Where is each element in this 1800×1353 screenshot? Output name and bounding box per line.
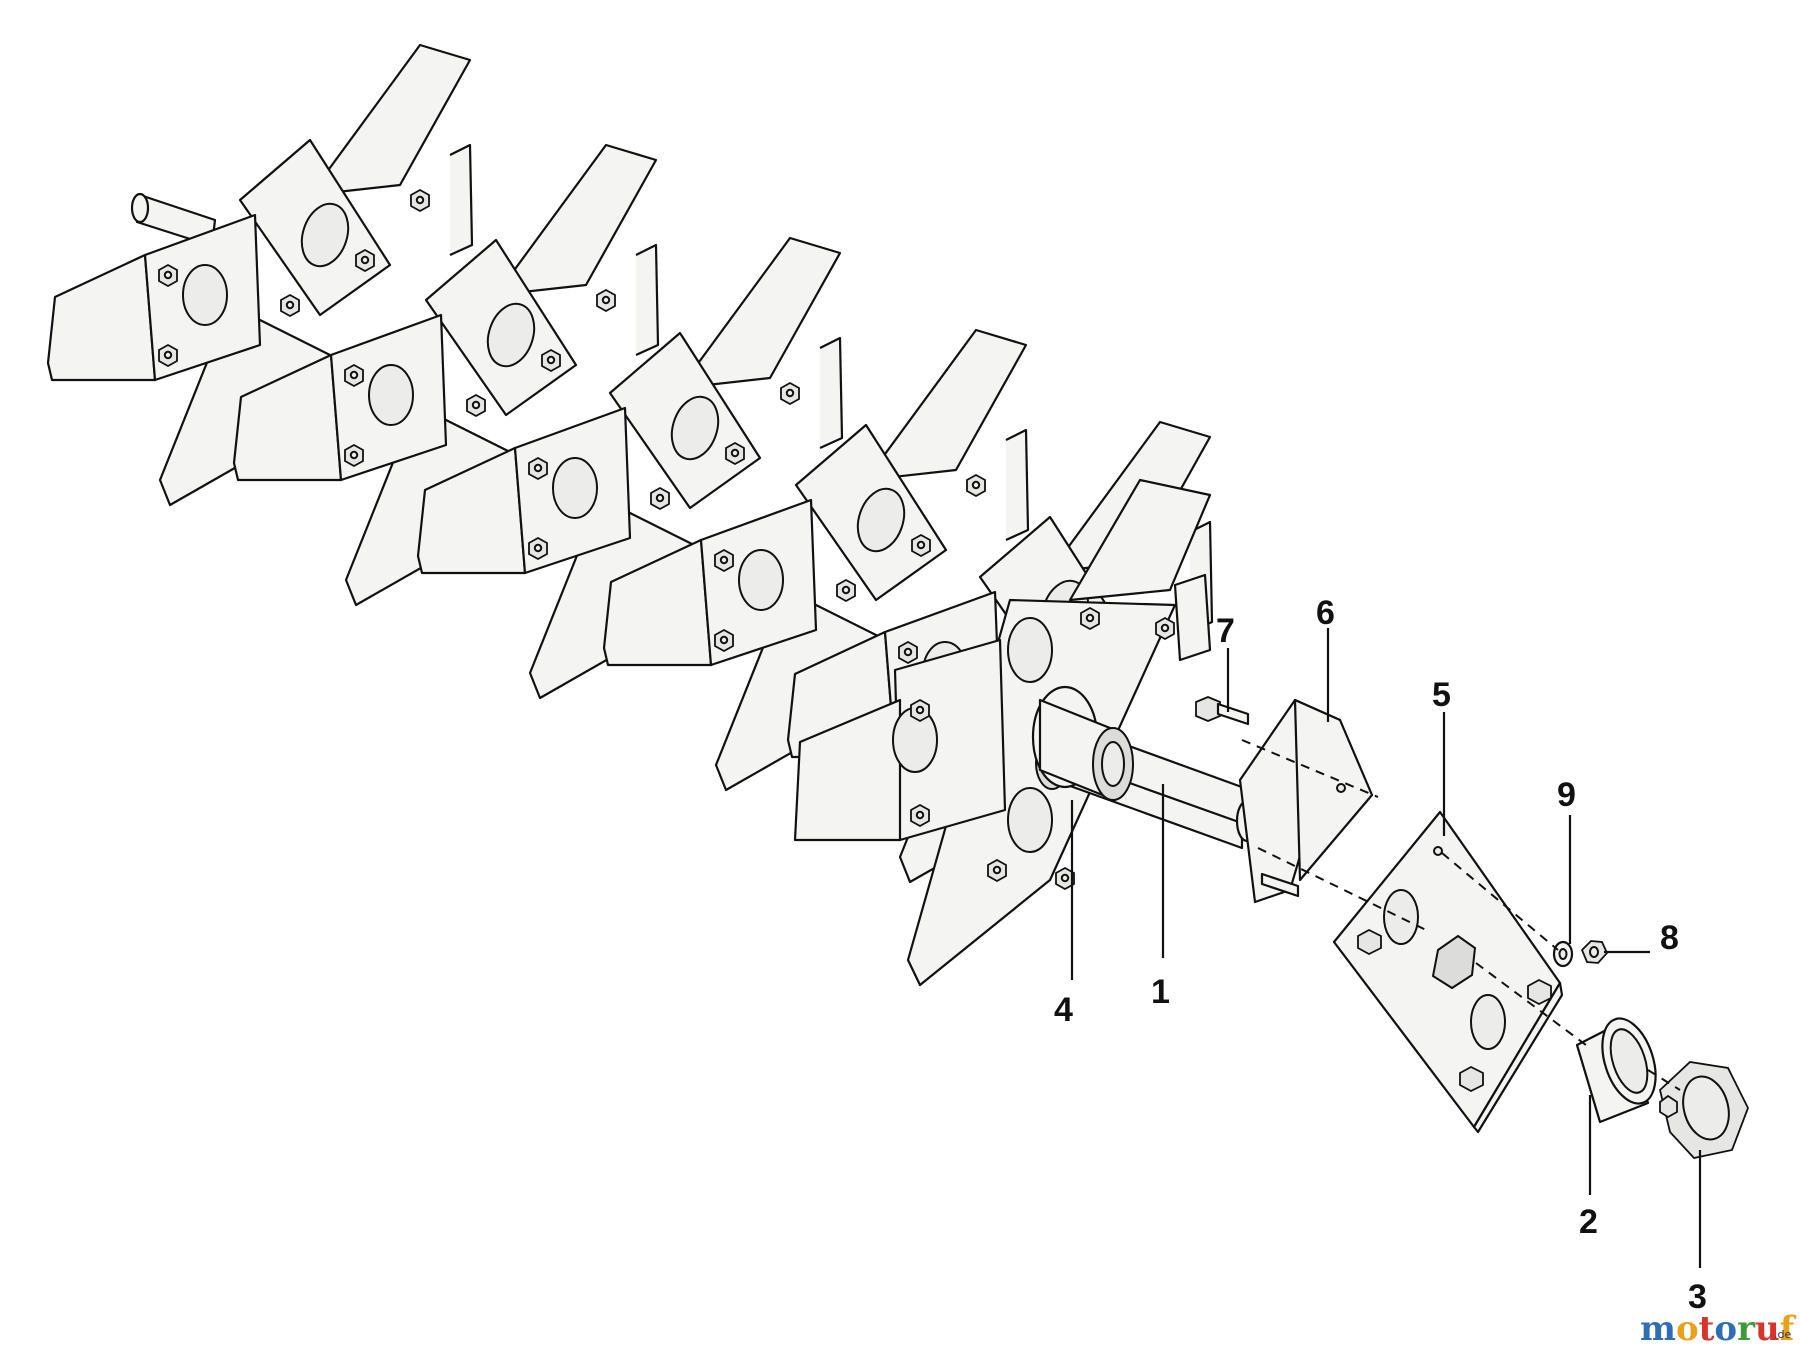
blade-set — [416, 236, 844, 700]
callout-6: 6 — [1316, 594, 1335, 632]
blade-set — [232, 143, 660, 607]
callout-1: 1 — [1151, 973, 1170, 1011]
assembly-lines — [1241, 739, 1681, 1091]
nut-part-8 — [1580, 940, 1609, 964]
callout-labels: 1 2 3 4 5 6 7 8 9 — [1054, 594, 1707, 1316]
washer-part-9 — [1552, 940, 1574, 968]
callout-5: 5 — [1432, 676, 1451, 714]
callout-9: 9 — [1557, 776, 1576, 814]
callout-7: 7 — [1216, 612, 1235, 650]
leader-lines — [1070, 628, 1702, 1268]
callout-3: 3 — [1688, 1278, 1707, 1316]
blade-set — [46, 43, 474, 507]
locking-collar-part-3 — [1659, 1061, 1749, 1159]
callout-2: 2 — [1579, 1203, 1598, 1241]
bolt-part-7 — [1195, 696, 1250, 726]
callout-4: 4 — [1054, 991, 1073, 1029]
front-blade-set — [793, 478, 1212, 987]
rotor-blade-assembly — [46, 43, 1214, 987]
svg-text:motoruf: motoruf — [1640, 1309, 1797, 1349]
hub-collar-part-4 — [1031, 685, 1134, 802]
svg-text:.de: .de — [1774, 1328, 1791, 1341]
motoruf-watermark-logo: motoruf .de — [1640, 1309, 1797, 1349]
flange-plate-part-5 — [1332, 810, 1564, 1134]
bearing-part-2 — [1575, 1017, 1657, 1124]
callout-8: 8 — [1660, 919, 1679, 957]
